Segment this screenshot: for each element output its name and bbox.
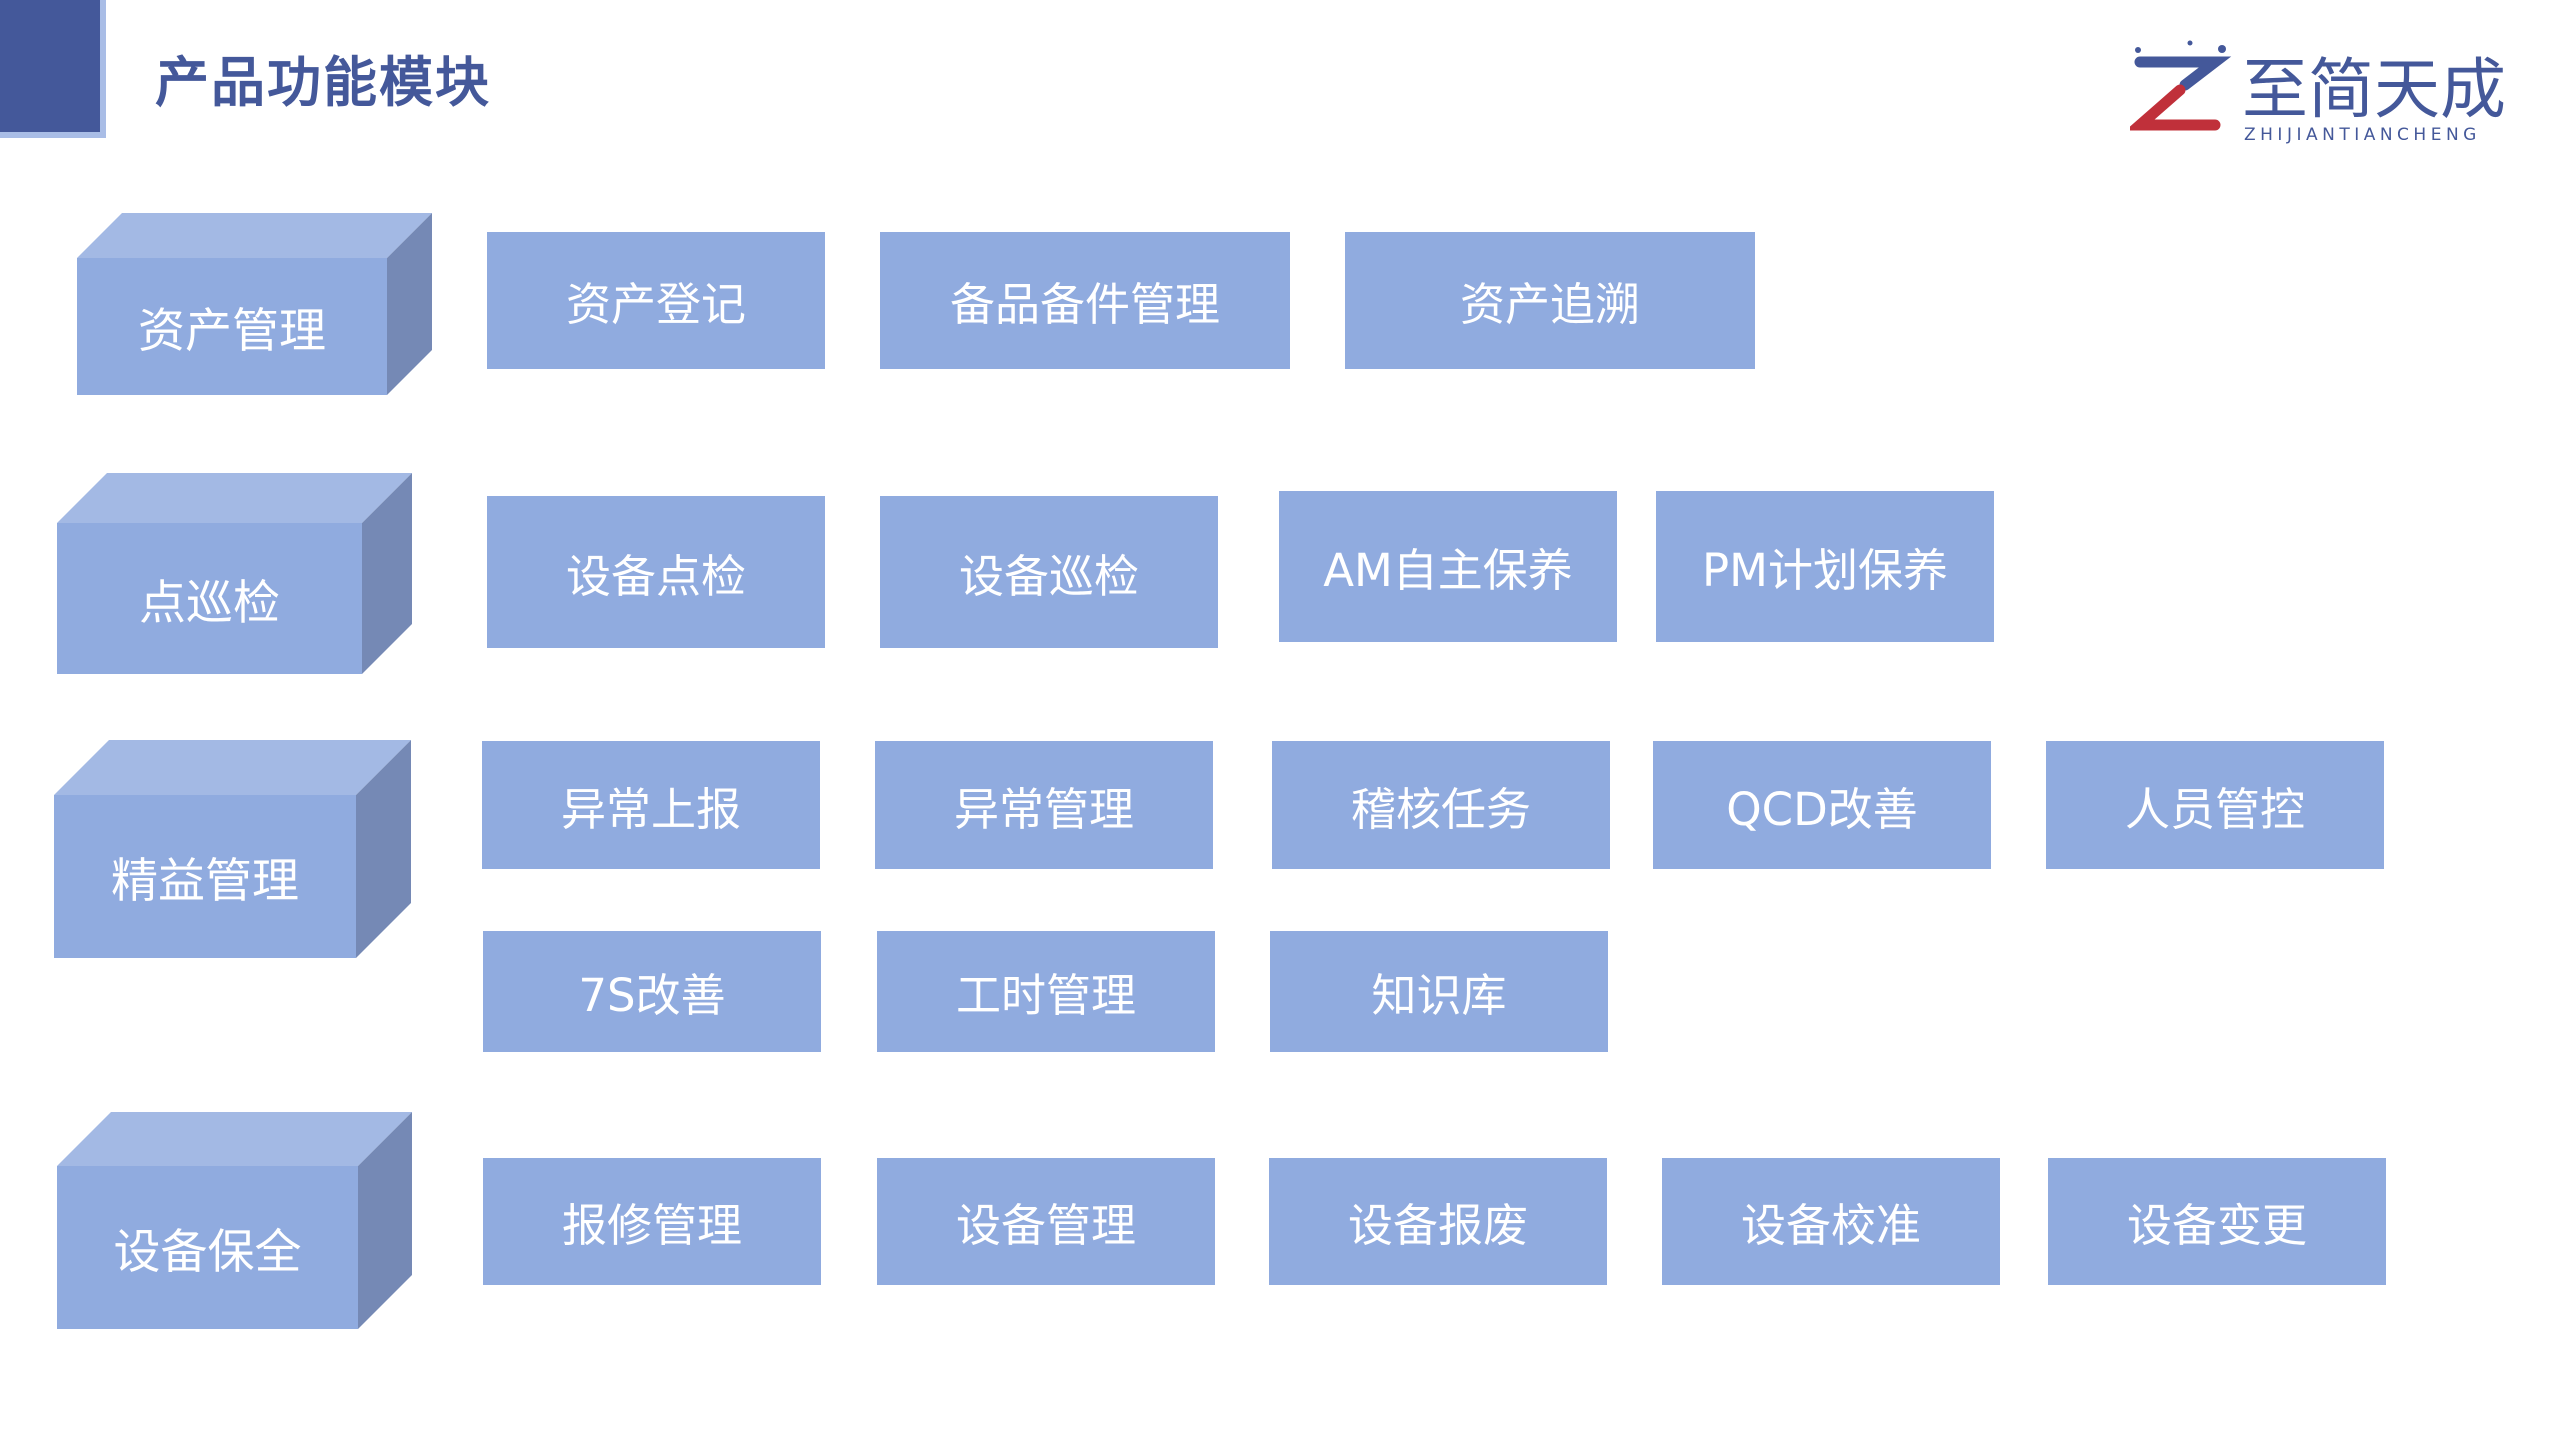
module-box[interactable]: 7S改善 — [483, 931, 821, 1052]
category-3: 精益管理 — [54, 740, 411, 958]
page-title: 产品功能模块 — [155, 51, 491, 114]
category-label: 精益管理 — [54, 795, 356, 958]
cube-shape — [57, 473, 412, 674]
category-1: 资产管理 — [77, 213, 432, 395]
svg-text:ZHIJIANTIANCHENG: ZHIJIANTIANCHENG — [2244, 125, 2481, 145]
module-box[interactable]: AM自主保养 — [1279, 491, 1617, 642]
module-box[interactable]: 人员管控 — [2046, 741, 2384, 869]
module-box[interactable]: 异常管理 — [875, 741, 1213, 869]
cube-shape — [54, 740, 411, 958]
module-box[interactable]: 稽核任务 — [1272, 741, 1610, 869]
module-box[interactable]: 工时管理 — [877, 931, 1215, 1052]
module-box[interactable]: 资产追溯 — [1345, 232, 1755, 369]
module-box[interactable]: 设备报废 — [1269, 1158, 1607, 1285]
module-box[interactable]: QCD改善 — [1653, 741, 1991, 869]
cube-shape — [57, 1112, 412, 1329]
header-decoration — [0, 0, 106, 138]
module-box[interactable]: PM计划保养 — [1656, 491, 1994, 642]
module-box[interactable]: 报修管理 — [483, 1158, 821, 1285]
module-box[interactable]: 资产登记 — [487, 232, 825, 369]
category-label: 设备保全 — [57, 1166, 358, 1329]
module-box[interactable]: 设备校准 — [1662, 1158, 2000, 1285]
category-label: 点巡检 — [57, 523, 362, 674]
category-4: 设备保全 — [57, 1112, 412, 1329]
module-box[interactable]: 异常上报 — [482, 741, 820, 869]
cube-shape — [77, 213, 432, 395]
module-box[interactable]: 设备巡检 — [880, 496, 1218, 648]
module-box[interactable]: 知识库 — [1270, 931, 1608, 1052]
company-logo: 至简天成 ZHIJIANTIANCHENG — [2125, 40, 2530, 150]
module-box[interactable]: 设备管理 — [877, 1158, 1215, 1285]
module-box[interactable]: 设备点检 — [487, 496, 825, 648]
svg-text:至简天成: 至简天成 — [2242, 51, 2506, 128]
module-box[interactable]: 设备变更 — [2048, 1158, 2386, 1285]
module-box[interactable]: 备品备件管理 — [880, 232, 1290, 369]
category-2: 点巡检 — [57, 473, 412, 674]
category-label: 资产管理 — [77, 258, 387, 395]
